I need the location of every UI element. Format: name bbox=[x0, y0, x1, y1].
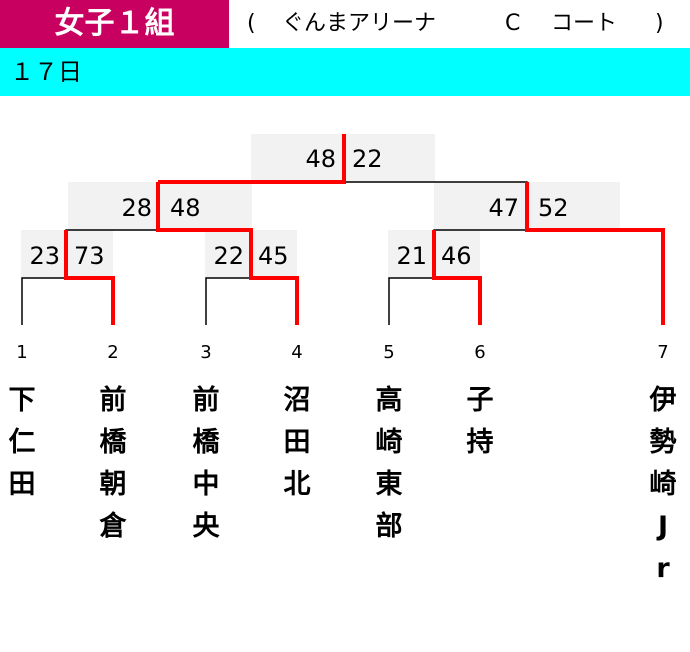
team-number-5: 5 bbox=[383, 342, 394, 363]
team-name-2[interactable]: 前 橋 朝 倉 bbox=[93, 380, 133, 548]
team-name-char: 央 bbox=[192, 511, 220, 542]
first-round-3-right-score: 46 bbox=[441, 242, 472, 270]
winner-path-team-7 bbox=[525, 182, 665, 325]
team-name-char: 沼 bbox=[283, 385, 311, 416]
first-round-2-left-score: 22 bbox=[213, 242, 244, 270]
semifinal-left-right-score: 48 bbox=[170, 194, 201, 222]
team-number-6: 6 bbox=[474, 342, 485, 363]
team-name-char: 前 bbox=[192, 385, 220, 416]
team-name-6[interactable]: 子 持 bbox=[460, 380, 500, 464]
first-round-1-left-score: 23 bbox=[29, 242, 60, 270]
team-name-char: 下 bbox=[8, 385, 36, 416]
bracket-line-team-1 bbox=[21, 277, 66, 325]
venue-open-paren: ( bbox=[247, 11, 256, 36]
bracket-line-team-5 bbox=[388, 277, 434, 325]
bracket-line-team-3 bbox=[205, 277, 251, 325]
team-number-2: 2 bbox=[107, 342, 118, 363]
team-name-char: 伊 bbox=[649, 385, 677, 416]
venue-close-paren: ) bbox=[655, 11, 664, 36]
team-name-char: 持 bbox=[466, 427, 494, 458]
team-number-1: 1 bbox=[16, 342, 27, 363]
team-name-char: 部 bbox=[375, 511, 403, 542]
final-left-score: 48 bbox=[305, 145, 336, 173]
team-number-7: 7 bbox=[657, 342, 668, 363]
team-name-char: 朝 bbox=[99, 469, 127, 500]
winner-path-team-2 bbox=[64, 230, 115, 325]
team-name-char: 倉 bbox=[99, 511, 127, 542]
first-round-3-left-score: 21 bbox=[396, 242, 427, 270]
team-name-char: 崎 bbox=[375, 427, 403, 458]
day-bar: １７日 bbox=[0, 48, 690, 96]
winner-path-final bbox=[158, 134, 346, 184]
winner-path-team-4 bbox=[156, 182, 299, 325]
team-name-char: J bbox=[657, 511, 669, 542]
day-label: １７日 bbox=[10, 58, 82, 86]
first-round-1-right-score: 73 bbox=[74, 242, 105, 270]
group-title: 女子１組 bbox=[0, 0, 229, 48]
team-name-char: 田 bbox=[283, 427, 311, 458]
team-name-char: 勢 bbox=[649, 427, 677, 458]
venue-bar: ( ぐんまアリーナ C コート ) bbox=[229, 0, 690, 48]
team-name-char: 北 bbox=[283, 469, 311, 500]
team-name-char: 橋 bbox=[99, 427, 127, 458]
team-number-4: 4 bbox=[291, 342, 302, 363]
first-round-2-right-score: 45 bbox=[258, 242, 289, 270]
court-letter: C bbox=[505, 11, 521, 36]
team-name-5[interactable]: 高 崎 東 部 bbox=[369, 380, 409, 548]
team-name-char: 前 bbox=[99, 385, 127, 416]
court-word: コート bbox=[551, 11, 618, 36]
team-name-char: 東 bbox=[375, 469, 403, 500]
team-name-char: 子 bbox=[466, 385, 494, 416]
winner-path-team-6 bbox=[432, 230, 482, 325]
team-name-char: r bbox=[656, 553, 670, 584]
team-number-3: 3 bbox=[200, 342, 211, 363]
semifinal-right-left-score: 47 bbox=[488, 194, 519, 222]
team-name-char: 崎 bbox=[649, 469, 677, 500]
team-name-7[interactable]: 伊 勢 崎 J r bbox=[643, 380, 683, 590]
team-name-char: 仁 bbox=[8, 427, 36, 458]
team-name-4[interactable]: 沼 田 北 bbox=[277, 380, 317, 506]
team-name-char: 橋 bbox=[192, 427, 220, 458]
semifinal-left-left-score: 28 bbox=[121, 194, 152, 222]
team-name-char: 中 bbox=[192, 469, 220, 500]
semifinal-right-right-score: 52 bbox=[538, 194, 569, 222]
team-name-char: 田 bbox=[8, 469, 36, 500]
venue-name: ぐんまアリーナ bbox=[282, 11, 437, 36]
final-right-score: 22 bbox=[352, 145, 383, 173]
team-name-3[interactable]: 前 橋 中 央 bbox=[186, 380, 226, 548]
team-name-char: 高 bbox=[375, 385, 403, 416]
team-name-1[interactable]: 下 仁 田 bbox=[2, 380, 42, 506]
